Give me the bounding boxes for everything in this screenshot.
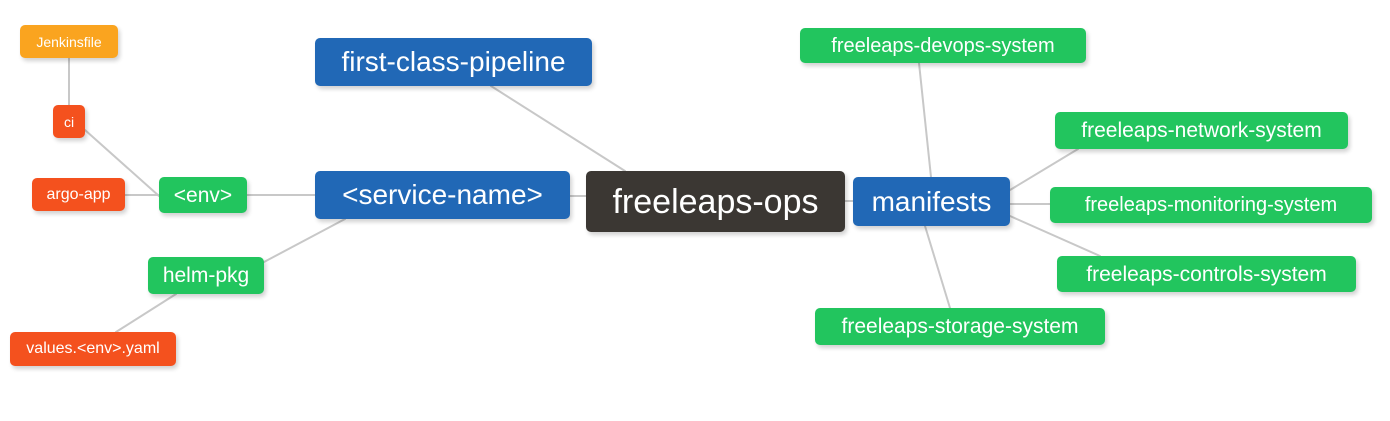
node-first-class-pipeline[interactable]: first-class-pipeline <box>315 38 592 86</box>
node-label-argo-app: argo-app <box>46 185 111 203</box>
node-label-freeleaps-monitoring-system: freeleaps-monitoring-system <box>1084 194 1338 216</box>
edge-first-class-pipeline-to-freeleaps-ops <box>490 85 626 172</box>
node-service-name[interactable]: <service-name> <box>315 171 570 219</box>
node-label-service-name: <service-name> <box>342 179 543 210</box>
node-label-manifests: manifests <box>871 185 992 217</box>
node-jenkinsfile[interactable]: Jenkinsfile <box>20 25 118 58</box>
node-freeleaps-monitoring-system[interactable]: freeleaps-monitoring-system <box>1050 187 1372 223</box>
node-label-ci: ci <box>63 113 75 130</box>
node-label-helm-pkg: helm-pkg <box>162 264 250 287</box>
node-freeleaps-ops[interactable]: freeleaps-ops <box>586 171 845 232</box>
node-label-first-class-pipeline: first-class-pipeline <box>341 46 566 77</box>
node-label-env: <env> <box>173 183 233 207</box>
node-label-freeleaps-network-system: freeleaps-network-system <box>1081 119 1322 142</box>
node-manifests[interactable]: manifests <box>853 177 1010 226</box>
node-label-freeleaps-ops: freeleaps-ops <box>612 182 819 221</box>
node-label-freeleaps-storage-system: freeleaps-storage-system <box>841 315 1079 338</box>
node-argo-app[interactable]: argo-app <box>32 178 125 211</box>
edge-manifests-to-freeleaps-devops-system <box>918 62 932 178</box>
node-freeleaps-devops-system[interactable]: freeleaps-devops-system <box>800 28 1086 63</box>
node-ci[interactable]: ci <box>53 105 85 138</box>
node-helm-pkg[interactable]: helm-pkg <box>148 257 264 294</box>
node-freeleaps-controls-system[interactable]: freeleaps-controls-system <box>1057 256 1356 292</box>
edge-values-yaml-to-helm-pkg <box>115 293 177 333</box>
edge-manifests-to-freeleaps-storage-system <box>924 225 951 309</box>
node-values-yaml[interactable]: values.<env>.yaml <box>10 332 176 366</box>
edge-helm-pkg-to-service-name <box>263 218 346 263</box>
node-env[interactable]: <env> <box>159 177 247 213</box>
node-freeleaps-storage-system[interactable]: freeleaps-storage-system <box>815 308 1105 345</box>
node-label-freeleaps-devops-system: freeleaps-devops-system <box>831 34 1055 57</box>
node-label-jenkinsfile: Jenkinsfile <box>36 33 102 50</box>
edge-manifests-to-freeleaps-network-system <box>1009 148 1079 191</box>
node-label-freeleaps-controls-system: freeleaps-controls-system <box>1086 262 1327 286</box>
node-freeleaps-network-system[interactable]: freeleaps-network-system <box>1055 112 1348 149</box>
node-label-values-yaml: values.<env>.yaml <box>26 340 160 357</box>
